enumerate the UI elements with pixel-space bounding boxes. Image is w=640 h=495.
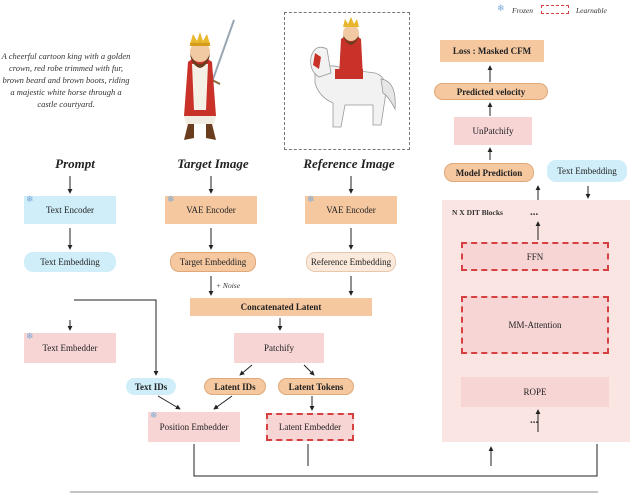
legend-frozen-label: Frozen bbox=[512, 6, 533, 15]
mm-attention-block: MM-Attention bbox=[461, 296, 609, 354]
legend-learnable-swatch bbox=[541, 5, 569, 14]
text-encoder-frozen-icon: ❄ bbox=[26, 195, 34, 205]
text-embedder-frozen-icon: ❄ bbox=[26, 332, 34, 342]
text-embedder-block: Text Embedder bbox=[24, 333, 116, 363]
noise-label: + Noise bbox=[216, 281, 241, 290]
ffn-block: FFN bbox=[461, 242, 609, 271]
patchify-block: Patchify bbox=[234, 333, 324, 363]
text-embedding-left-block: Text Embedding bbox=[24, 252, 116, 272]
latent-embedder-block: Latent Embedder bbox=[266, 413, 354, 441]
text-embedding-right-block: Text Embedding bbox=[547, 160, 627, 182]
vae-encoder-target-block: VAE Encoder bbox=[165, 196, 257, 224]
rope-block: ROPE bbox=[461, 377, 609, 407]
latent-tokens-block: Latent Tokens bbox=[278, 378, 354, 395]
dots-bottom: ... bbox=[530, 414, 539, 426]
target-image bbox=[150, 12, 270, 150]
text-ids-block: Text IDs bbox=[126, 378, 176, 395]
unpatchify-block: UnPatchify bbox=[454, 117, 532, 145]
king-illustration bbox=[184, 19, 235, 140]
dots-top: ... bbox=[530, 206, 539, 218]
text-encoder-block: Text Encoder bbox=[24, 196, 116, 224]
loss-block: Loss : Masked CFM bbox=[440, 40, 544, 62]
frozen-snowflake-icon: ❄ bbox=[497, 4, 505, 14]
predicted-velocity-block: Predicted velocity bbox=[434, 83, 548, 100]
vae-reference-frozen-icon: ❄ bbox=[307, 195, 315, 205]
model-prediction-block: Model Prediction bbox=[444, 163, 534, 182]
latent-ids-block: Latent IDs bbox=[204, 378, 266, 395]
vae-encoder-reference-block: VAE Encoder bbox=[305, 196, 397, 224]
reference-embedding-block: Reference Embedding bbox=[306, 252, 396, 272]
dit-blocks-label: N X DIT Blocks bbox=[452, 208, 503, 217]
reference-image-heading: Reference Image bbox=[303, 156, 395, 171]
prompt-heading: Prompt bbox=[55, 156, 95, 171]
king-on-horse-illustration bbox=[310, 17, 396, 128]
vae-target-frozen-icon: ❄ bbox=[167, 195, 175, 205]
target-embedding-block: Target Embedding bbox=[170, 252, 256, 272]
position-embedder-block: Position Embedder bbox=[148, 412, 240, 442]
reference-image bbox=[284, 12, 410, 150]
position-embedder-frozen-icon: ❄ bbox=[150, 411, 158, 421]
prompt-text: A cheerful cartoon king with a golden cr… bbox=[1, 51, 131, 109]
target-image-heading: Target Image bbox=[177, 156, 249, 171]
legend-learnable-label: Learnable bbox=[576, 6, 607, 15]
concatenated-latent-block: Concatenated Latent bbox=[190, 298, 372, 316]
